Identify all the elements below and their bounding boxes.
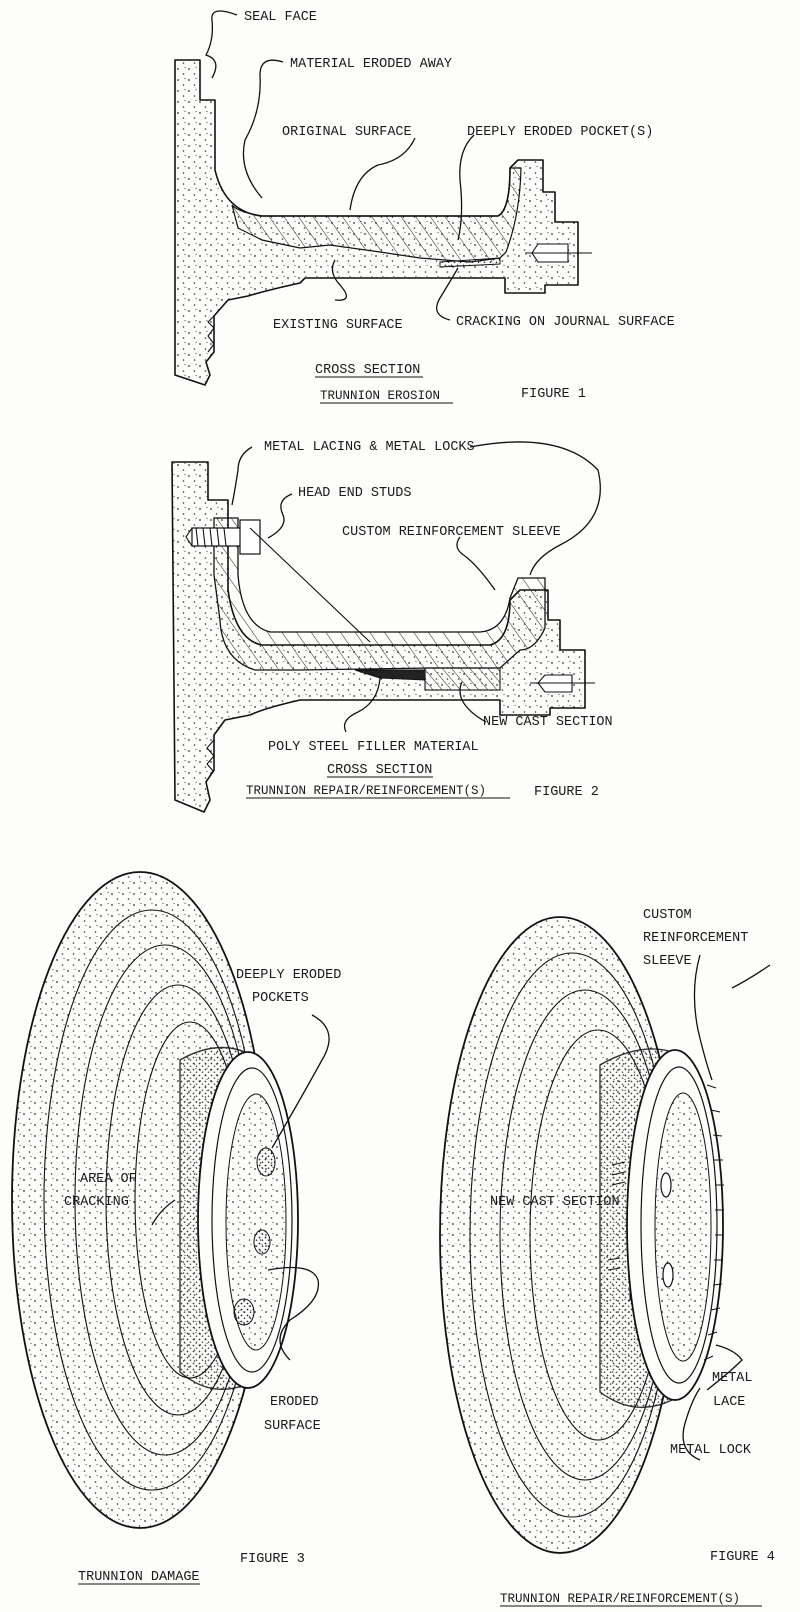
label-new-cast-section: NEW CAST SECTION [490,1195,620,1210]
label-material-eroded-away: MATERIAL ERODED AWAY [290,57,452,72]
leader-deeply-eroded-pockets [271,1014,330,1149]
label-head-end-studs: HEAD END STUDS [298,486,411,501]
jagged-edge [207,315,215,353]
label-metal-lock: METAL LOCK [670,1443,752,1458]
label-existing-surface: EXISTING SURFACE [273,318,403,333]
stud-nut [239,519,261,555]
figure-1: SEAL FACE MATERIAL ERODED AWAY ORIGINAL … [174,10,675,404]
eroded-pocket [253,1229,271,1255]
figure-4-trunnion-drawing [439,916,724,1554]
label-custom-reinforcement-sleeve: CUSTOM REINFORCEMENT SLEEVE [342,525,561,540]
leader-custom-sleeve-2 [731,964,771,989]
label-metal-lacing-locks: METAL LACING & METAL LOCKS [264,440,475,455]
figure-4: CUSTOM REINFORCEMENT SLEEVE NEW CAST SEC… [439,908,775,1607]
caption-1-line2: TRUNNION EROSION [320,389,440,403]
caption-1-figure: FIGURE 1 [521,387,586,402]
label-seal-face: SEAL FACE [244,10,317,25]
leader-metal-locks-right [469,441,601,576]
label-poly-steel-filler: POLY STEEL FILLER MATERIAL [268,740,479,755]
figure-3: DEEPLY ERODED POCKETS AREA OF CRACKING E… [11,871,341,1585]
label-cracking-journal: CRACKING ON JOURNAL SURFACE [456,315,675,330]
caption-3-line1: TRUNNION DAMAGE [78,1570,200,1585]
journal-end-face [654,1092,712,1362]
leader-existing-surface [331,259,347,301]
label-surface: SURFACE [264,1419,321,1434]
caption-3-figure: FIGURE 3 [240,1552,305,1567]
caption-1-line1: CROSS SECTION [315,363,420,378]
metal-lock [660,1172,672,1198]
leader-area-cracking [151,1199,176,1226]
leader-eroded-surface [267,1266,320,1361]
metal-lacing-line [249,527,371,643]
cracking-strip [439,257,501,268]
caption-4-line1: TRUNNION REPAIR/REINFORCEMENT(S) [500,1592,740,1606]
label-reinforcement: REINFORCEMENT [643,931,748,946]
label-cracking: CRACKING [64,1195,129,1210]
leader-poly-steel [343,677,381,733]
leader-head-end-studs [267,493,293,539]
jagged-edge [206,739,215,773]
leader-material-eroded [242,59,284,199]
figure-3-trunnion-drawing [11,871,299,1529]
eroded-pocket [233,1298,255,1326]
leader-metal-lace [706,1344,743,1391]
label-sleeve: SLEEVE [643,954,692,969]
leader-new-cast [459,681,487,723]
stud-tip [185,527,193,547]
leader-custom-sleeve [456,536,496,591]
figure-1-cross-section [174,59,592,386]
caption-2-figure: FIGURE 2 [534,785,599,800]
label-pockets: POCKETS [252,991,309,1006]
label-lace: LACE [713,1395,745,1410]
stud-thread [195,527,227,547]
label-deeply-eroded-pockets: DEEPLY ERODED POCKET(S) [467,125,653,140]
label-metal: METAL [712,1371,753,1386]
label-area-of: AREA OF [80,1172,137,1187]
leader-metal-lacing [231,446,253,506]
lacing-stitches [607,1161,626,1271]
metal-lock [662,1262,674,1288]
label-original-surface: ORIGINAL SURFACE [282,125,412,140]
caption-2-line1: CROSS SECTION [327,763,432,778]
poly-steel-filler [354,669,426,681]
label-new-cast-section: NEW CAST SECTION [483,715,613,730]
label-eroded: ERODED [270,1395,319,1410]
eroded-pocket [256,1147,276,1177]
leader-deeply-eroded [457,134,475,241]
caption-4-figure: FIGURE 4 [710,1550,775,1565]
leader-cracking [436,267,459,321]
leader-original-surface [349,137,416,211]
leader-metal-lock [682,1387,701,1461]
caption-2-line2: TRUNNION REPAIR/REINFORCEMENT(S) [246,784,486,798]
leader-seal-face [205,10,238,79]
figure-2: METAL LACING & METAL LOCKS HEAD END STUD… [171,440,613,813]
figure-2-cross-section [171,461,595,813]
reinforcement-sleeve [213,517,546,671]
label-deeply-eroded: DEEPLY ERODED [236,968,341,983]
new-cast-section [424,667,501,691]
label-custom: CUSTOM [643,908,692,923]
leader-custom-sleeve [693,954,713,1081]
metal-lacing-marks [703,1084,724,1361]
